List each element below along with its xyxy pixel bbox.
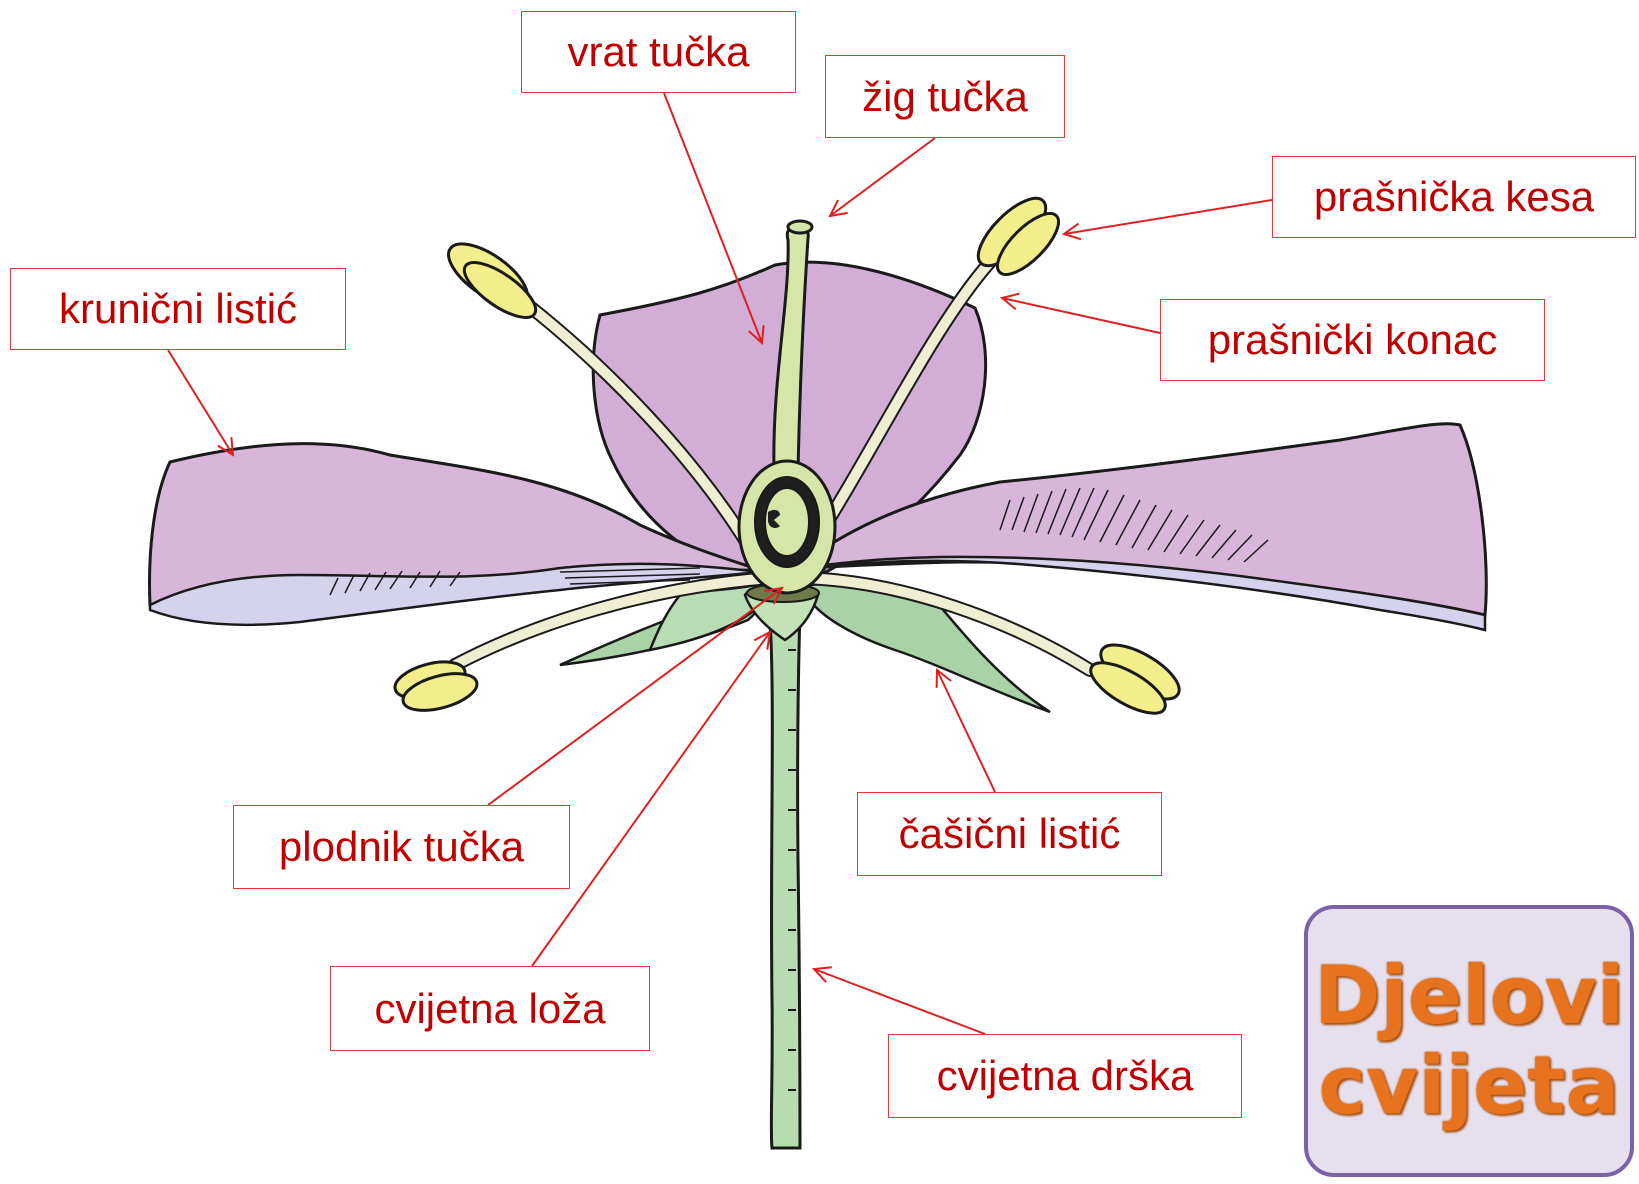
label-casicni-listic: čašični listić [857,792,1162,876]
arrow-plodnik-tucka [488,588,782,805]
label-plodnik-tucka: plodnik tučka [233,805,570,889]
label-zig-tucka: žig tučka [825,55,1065,138]
label-prasnicka-kesa: prašnička kesa [1272,156,1636,238]
arrow-prasnicka-kesa [1064,200,1272,234]
arrow-cvijetna-loza [532,632,770,966]
arrow-krunicni-listic [168,350,233,455]
label-prasnicki-konac: prašnički konac [1160,299,1545,381]
arrow-prasnicki-konac [1002,298,1160,333]
arrow-casicni-listic [937,670,995,792]
arrow-zig-tucka [830,138,935,216]
stigma [788,221,812,233]
title-line-2: cvijeta [1319,1041,1620,1131]
label-vrat-tucka: vrat tučka [521,11,796,93]
label-cvijetna-drska: cvijetna drška [888,1034,1242,1118]
label-krunicni-listic: krunični listić [10,268,346,350]
title-box: Djelovi cvijeta [1304,905,1634,1177]
label-cvijetna-loza: cvijetna loža [330,966,650,1051]
anther-lower-right [1084,634,1187,722]
title-line-1: Djelovi [1314,951,1624,1041]
arrow-cvijetna-drska [814,969,985,1034]
anther-upper-left [439,232,544,327]
